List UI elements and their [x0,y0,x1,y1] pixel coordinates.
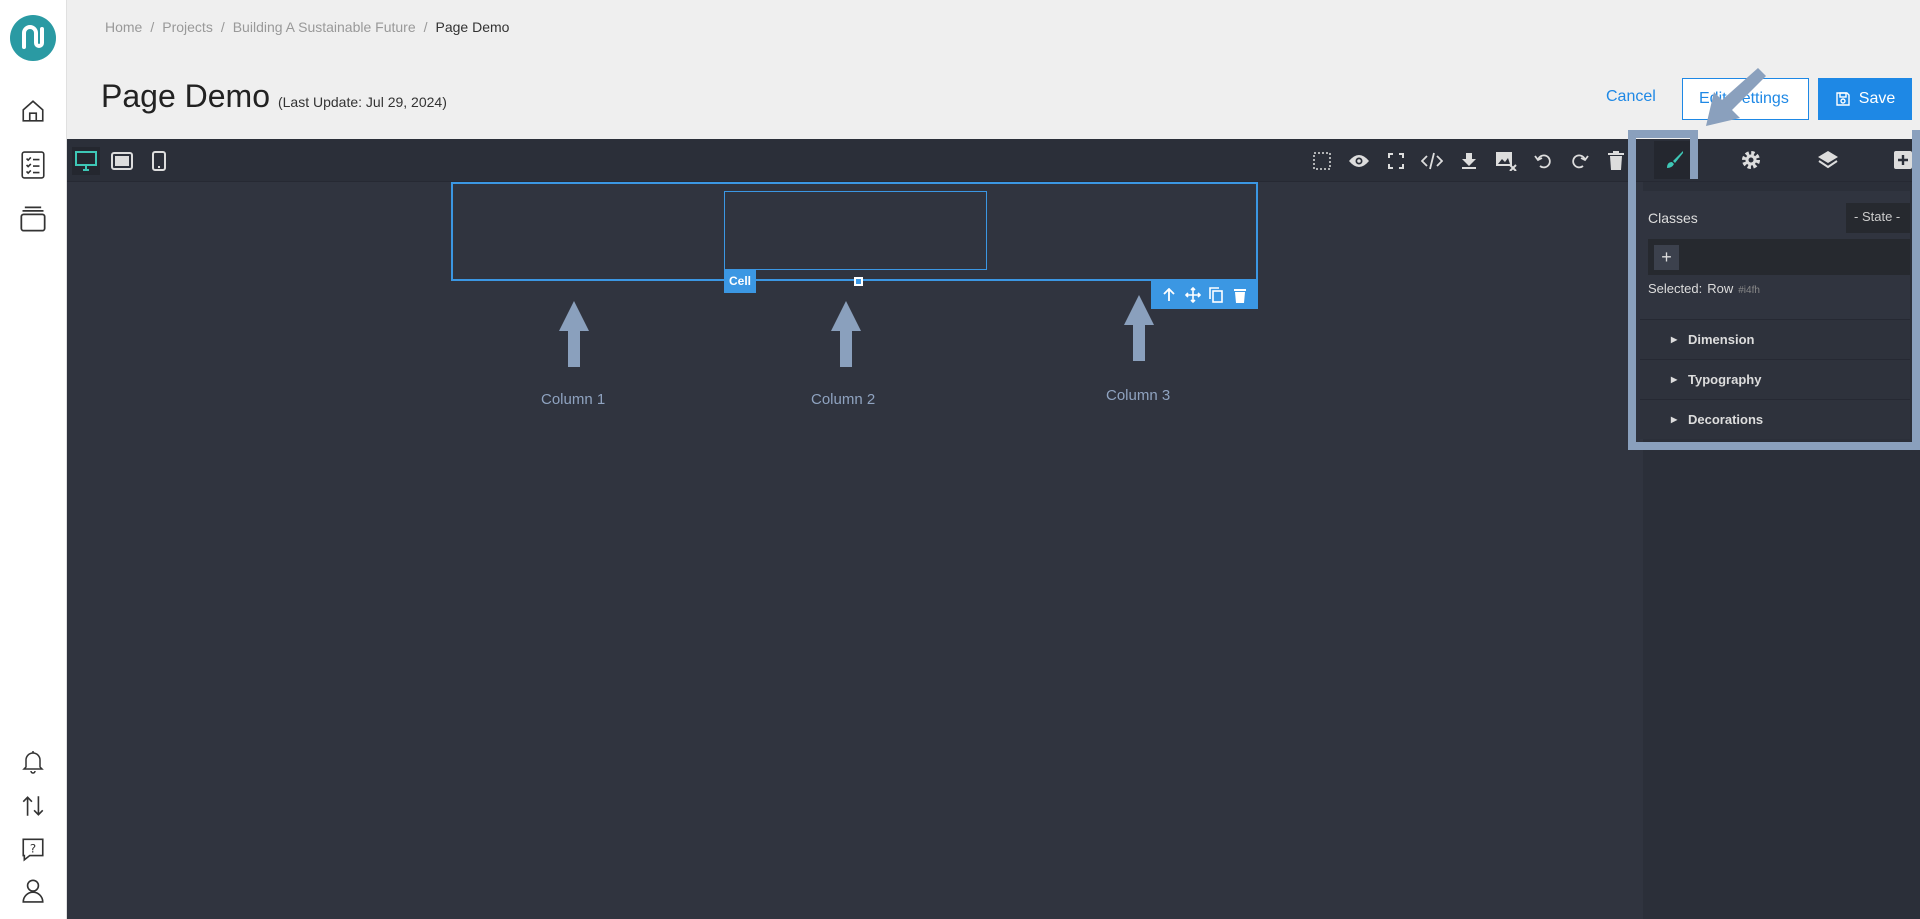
breadcrumb-separator: / [220,19,225,35]
delete-icon[interactable] [1230,285,1250,305]
selected-component: Row [1707,281,1734,296]
cell-badge: Cell [724,269,756,293]
cell-outline[interactable] [724,191,987,270]
arrow-up-icon[interactable] [1159,285,1179,305]
trash-icon[interactable] [1602,147,1630,175]
brush-icon[interactable] [1654,141,1694,179]
move-icon[interactable] [1183,285,1203,305]
selected-id: #i4fh [1738,285,1760,296]
breadcrumb-home[interactable]: Home [105,19,143,35]
add-block-icon[interactable] [1883,141,1920,179]
breadcrumb-separator: / [423,19,428,35]
caret-right-icon: ▶ [1671,335,1678,344]
section-decorations[interactable]: ▶ Decorations [1640,399,1910,439]
section-dimension[interactable]: ▶ Dimension [1640,319,1910,359]
page-editor: Cell Column 1 Column 2 Column 3 [67,139,1920,919]
editor-toolbar [67,139,1920,182]
layers-icon[interactable] [1808,141,1848,179]
select-area-icon[interactable] [1308,147,1336,175]
code-icon[interactable] [1418,147,1446,175]
breadcrumb-current: Page Demo [435,19,510,35]
resize-handle[interactable] [854,277,863,286]
fullscreen-icon[interactable] [1382,147,1410,175]
app-logo[interactable] [10,15,56,61]
breadcrumb-separator: / [150,19,155,35]
selected-info: Selected: Row #i4fh [1648,281,1760,296]
download-icon[interactable] [1455,147,1483,175]
stack-icon[interactable] [18,204,48,234]
save-button[interactable]: Save [1818,78,1912,120]
redo-icon[interactable] [1566,147,1594,175]
add-class-button[interactable]: + [1654,245,1679,270]
tablet-icon[interactable] [108,147,136,175]
save-label: Save [1858,90,1896,107]
selected-label: Selected: [1648,281,1703,296]
save-icon [1836,92,1850,106]
bell-icon[interactable] [18,747,48,777]
column-3-arrow [1124,295,1154,361]
page-title: Page Demo [101,78,270,114]
annotation-arrow [1706,68,1766,126]
style-manager: Classes - State - + Selected: Row #i4fh … [1640,191,1910,439]
classes-row: Classes - State - [1648,203,1910,233]
caret-right-icon: ▶ [1671,415,1678,424]
image-remove-icon[interactable] [1492,147,1520,175]
editor-canvas[interactable]: Cell Column 1 Column 2 Column 3 [67,182,1643,919]
help-icon[interactable]: ? [18,834,48,864]
section-typography[interactable]: ▶ Typography [1640,359,1910,399]
svg-text:?: ? [30,841,36,855]
user-icon[interactable] [18,875,48,905]
breadcrumb: Home / Projects / Building A Sustainable… [105,19,509,35]
state-select[interactable]: - State - [1846,203,1910,233]
page-header: Home / Projects / Building A Sustainable… [67,0,1920,139]
mobile-icon[interactable] [145,147,173,175]
last-update: (Last Update: Jul 29, 2024) [277,94,447,110]
home-icon[interactable] [18,96,48,126]
copy-icon[interactable] [1206,285,1226,305]
column-1-label: Column 1 [541,391,606,408]
undo-icon[interactable] [1529,147,1557,175]
column-3-label: Column 3 [1106,387,1171,404]
panel-tabs [1643,139,1920,182]
column-2-label: Column 2 [811,391,876,408]
class-tags-bar: + [1648,239,1910,275]
eye-icon[interactable] [1345,147,1373,175]
style-panel-highlight [1628,130,1920,450]
app-sidebar: ? [0,0,67,919]
breadcrumb-project[interactable]: Building A Sustainable Future [232,19,416,35]
checklist-icon[interactable] [18,150,48,180]
column-2-arrow [831,301,861,367]
column-1-arrow [559,301,589,367]
breadcrumb-projects[interactable]: Projects [162,19,213,35]
desktop-icon[interactable] [72,147,100,175]
page-title-block: Page Demo (Last Update: Jul 29, 2024) [101,78,447,115]
gear-icon[interactable] [1731,141,1771,179]
caret-right-icon: ▶ [1671,375,1678,384]
cancel-button[interactable]: Cancel [1606,88,1656,105]
row-toolbar [1151,281,1258,309]
transfer-icon[interactable] [18,791,48,821]
classes-label: Classes [1648,210,1698,226]
